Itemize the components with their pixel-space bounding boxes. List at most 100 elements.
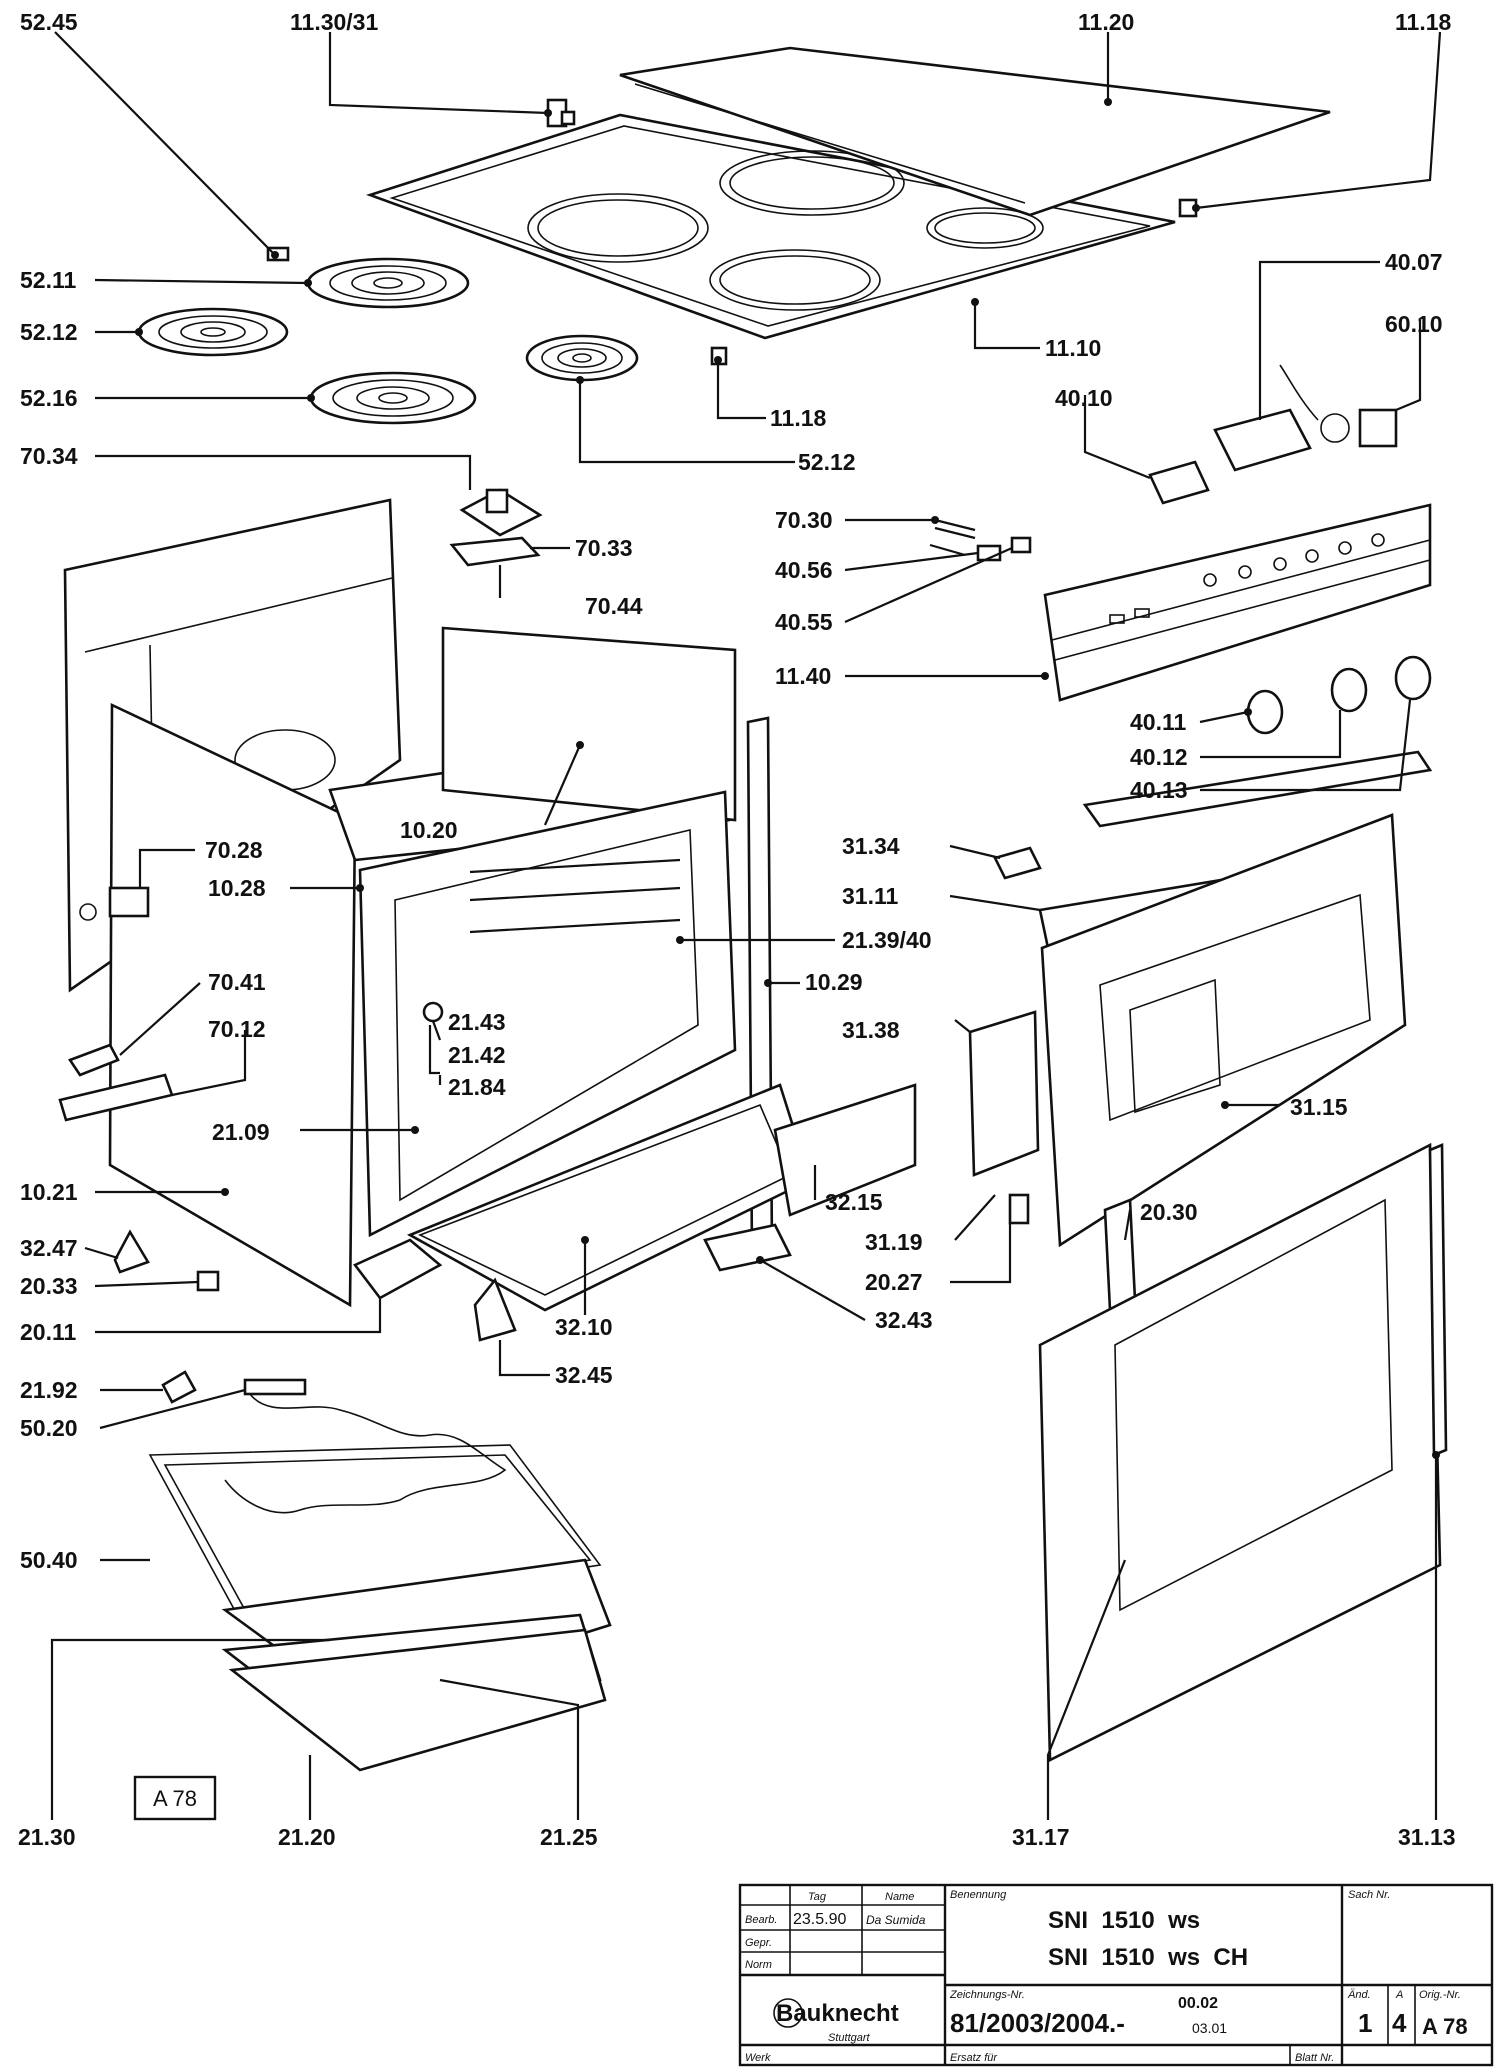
label-31-15: 31.15 — [1290, 1094, 1348, 1120]
tb-drawing-no: 81/2003/2004.- — [950, 2008, 1125, 2038]
knob-4011 — [1246, 689, 1284, 735]
drawer-front-3215 — [773, 1083, 917, 1217]
upper-heater-5020 — [224, 1378, 507, 1514]
bracket-3245 — [473, 1277, 517, 1342]
label-31-11: 31.11 — [842, 883, 898, 909]
tb-ersatz-label: Ersatz für — [950, 2052, 998, 2064]
tb-sach-label: Sach Nr. — [1348, 1889, 1390, 1901]
foot-bracket-2011 — [352, 1238, 443, 1300]
label-31-13: 31.13 — [1398, 1824, 1456, 1850]
label-21-25: 21.25 — [540, 1824, 598, 1850]
tb-drawing-suffix-2: 03.01 — [1192, 2020, 1227, 2036]
switch-4010 — [1148, 460, 1210, 505]
label-40-12: 40.12 — [1130, 744, 1188, 770]
seal-strip-3113 — [1428, 1143, 1448, 1457]
bracket-3247 — [113, 1229, 150, 1274]
label-32-45: 32.45 — [555, 1362, 613, 1388]
clip-2192 — [161, 1370, 197, 1404]
tb-orig-label: Orig.-Nr. — [1419, 1989, 1461, 2001]
tb-benennung-label: Benennung — [950, 1889, 1007, 1901]
label-52-45: 52.45 — [20, 9, 78, 35]
label-20-33: 20.33 — [20, 1273, 78, 1299]
oven-rack-shelves — [469, 858, 681, 934]
label-21-09: 21.09 — [212, 1119, 270, 1145]
tb-orig-value: A 78 — [1422, 2014, 1468, 2039]
label-10-29: 10.29 — [805, 969, 863, 995]
label-40-10: 40.10 — [1055, 385, 1113, 411]
label-70-30: 70.30 — [775, 507, 833, 533]
lower-panel-3117 — [1038, 1142, 1442, 1763]
label-70-12: 70.12 — [208, 1016, 266, 1042]
label-50-20: 50.20 — [20, 1415, 78, 1441]
brand-logo: Bauknecht Stuttgart — [773, 1998, 899, 2044]
tb-a-value: 4 — [1392, 2008, 1407, 2038]
label-11-30-31: 11.30/31 — [290, 9, 378, 35]
cooktop-cover-lid — [619, 46, 1331, 217]
tb-row-gepr: Gepr. — [745, 1937, 772, 1949]
label-60-10: 60.10 — [1385, 311, 1443, 337]
tb-a-label: A — [1395, 1989, 1403, 2001]
label-10-21: 10.21 — [20, 1179, 78, 1205]
tb-bearb-name: Da Sumida — [866, 1913, 926, 1927]
label-21-20: 21.20 — [278, 1824, 336, 1850]
hinge-2030 — [1103, 1198, 1137, 1312]
label-31-19: 31.19 — [865, 1229, 923, 1255]
oven-door-3115 — [1040, 813, 1407, 1248]
foot-bracket-3243 — [703, 1223, 792, 1272]
label-20-30: 20.30 — [1140, 1199, 1198, 1225]
label-11-18-bottom: 11.18 — [770, 405, 826, 431]
label-40-11: 40.11 — [1130, 709, 1186, 735]
component-7033 — [449, 536, 541, 567]
tb-col-tag: Tag — [808, 1891, 827, 1903]
label-40-55: 40.55 — [775, 609, 833, 635]
label-21-92: 21.92 — [20, 1377, 78, 1403]
label-70-28: 70.28 — [205, 837, 263, 863]
label-70-44: 70.44 — [585, 593, 643, 619]
leader-dots — [135, 98, 1440, 1459]
component-7041 — [68, 1043, 120, 1077]
label-70-33: 70.33 — [575, 535, 633, 561]
label-40-07: 40.07 — [1385, 249, 1443, 275]
part-labels: 52.45 11.30/31 11.20 11.18 52.11 52.12 5… — [18, 9, 1456, 1850]
knob-4013 — [1394, 655, 1432, 701]
label-50-40: 50.40 — [20, 1547, 78, 1573]
tb-aend-label: Änd. — [1347, 1989, 1371, 2001]
grid-2125 — [228, 1628, 607, 1772]
control-panel-1140 — [1043, 503, 1432, 702]
label-40-13: 40.13 — [1130, 777, 1188, 803]
front-frame-1028 — [358, 790, 737, 1238]
label-32-10: 32.10 — [555, 1314, 613, 1340]
label-21-42: 21.42 — [448, 1042, 506, 1068]
label-11-40: 11.40 — [775, 663, 831, 689]
tb-brand: Bauknecht — [776, 2000, 899, 2027]
label-21-84: 21.84 — [448, 1074, 506, 1100]
handle-end-3134 — [993, 846, 1042, 880]
label-21-39-40: 21.39/40 — [842, 927, 932, 953]
label-20-27: 20.27 — [865, 1269, 923, 1295]
label-32-15: 32.15 — [825, 1189, 883, 1215]
lid-hinge — [546, 98, 576, 128]
hotplate-5212-left — [137, 307, 289, 357]
label-31-17: 31.17 — [1012, 1824, 1070, 1850]
diagram-stamp: A 78 — [133, 1775, 217, 1821]
title-block: Tag Name Bearb. Gepr. Norm 23.5.90 Da Su… — [738, 1883, 1494, 2067]
label-70-34: 70.34 — [20, 443, 78, 469]
thermostat-6010 — [1279, 364, 1398, 448]
label-40-56: 40.56 — [775, 557, 833, 583]
tb-bearb-date: 23.5.90 — [793, 1911, 846, 1928]
label-31-34: 31.34 — [842, 833, 900, 859]
label-10-20: 10.20 — [400, 817, 458, 843]
label-32-47: 32.47 — [20, 1235, 78, 1261]
connector-4055 — [1010, 536, 1032, 554]
hotplate-5212-right — [525, 334, 639, 382]
tb-model-1: SNI 1510 ws — [1048, 1907, 1200, 1934]
label-52-12-left: 52.12 — [20, 319, 78, 345]
lower-heater-5040 — [148, 1444, 602, 1621]
tb-row-norm: Norm — [745, 1959, 772, 1971]
label-11-18-top: 11.18 — [1395, 9, 1451, 35]
label-70-41: 70.41 — [208, 969, 266, 995]
hotplate-5211 — [306, 257, 470, 309]
hotplate-5216 — [309, 371, 477, 425]
glass-pane-3138 — [968, 1010, 1040, 1177]
